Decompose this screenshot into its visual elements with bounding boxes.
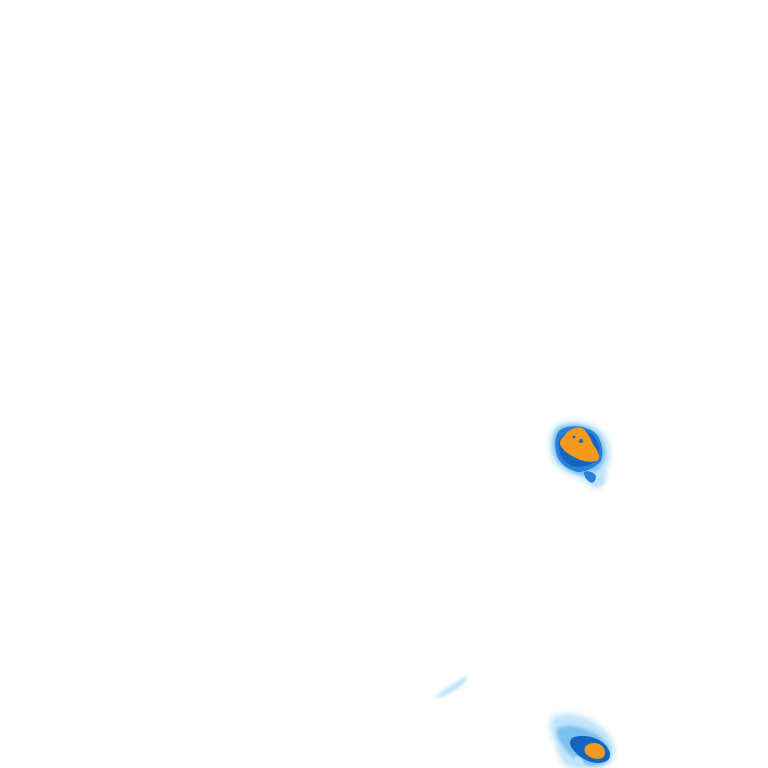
echo-lower-fringe: [574, 756, 584, 768]
echo-hole-1: [579, 439, 583, 443]
echo-intense-core: [560, 427, 600, 462]
precipitation-cell-lower: [550, 713, 615, 768]
precipitation-streak-faint: [434, 676, 468, 697]
echo-light-streak: [434, 676, 468, 697]
precipitation-cell-upper: [549, 421, 611, 488]
echo-intense-core: [584, 743, 605, 759]
echo-hole-2: [572, 435, 576, 439]
echo-tail-strong: [584, 471, 596, 483]
